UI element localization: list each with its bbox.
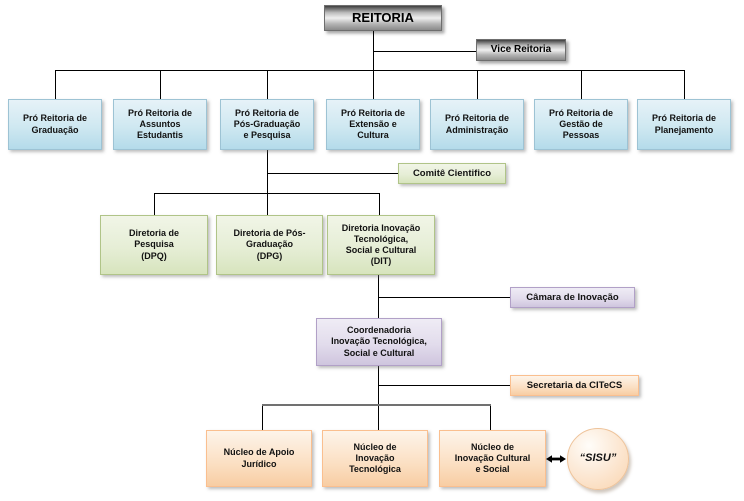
connector-line [378, 385, 510, 386]
node-label: Núcleo de Apoio Jurídico [223, 447, 295, 469]
connector-line [267, 70, 268, 99]
connector-line [154, 193, 155, 215]
node-diretoria-pesquisa-dpq: Diretoria de Pesquisa (DPQ) [100, 215, 208, 275]
node-label: REITORIA [352, 9, 414, 25]
node-label: Pró Reitoria de Gestão de Pessoas [548, 107, 613, 141]
node-label: Pró Reitoria de Assuntos Estudantis [127, 107, 192, 141]
node-comite-cientifico: Comitê Cientifico [398, 163, 506, 184]
node-pro-reitoria-extensao-cultura: Pró Reitoria de Extensão e Cultura [326, 99, 420, 150]
node-label: Núcleo de Inovação Cultural e Social [454, 441, 531, 475]
node-label: Núcleo de Inovação Tecnológica [349, 441, 401, 475]
connector-line [55, 70, 685, 71]
node-nucleo-inovacao-cultural-social: Núcleo de Inovação Cultural e Social [439, 430, 546, 487]
node-sisu: “SISU” [567, 428, 629, 490]
node-pro-reitoria-administracao: Pró Reitoria de Administração [430, 99, 524, 150]
connector-line [55, 70, 56, 99]
connector-line [373, 31, 374, 70]
connector-line [373, 70, 374, 99]
node-vice-reitoria: Vice Reitoria [476, 39, 566, 61]
connector-line [373, 51, 476, 52]
connector-bus-line [262, 404, 491, 406]
connector-line [378, 275, 379, 318]
node-label: Pró Reitoria de Graduação [22, 113, 87, 135]
node-pro-reitoria-graduacao: Pró Reitoria de Graduação [8, 99, 102, 150]
connector-line [684, 70, 685, 99]
node-label: Pró Reitoria de Pós-Graduação e Pesquisa [233, 107, 301, 141]
connector-line [267, 173, 398, 174]
node-label: Coordenadoria Inovação Tecnológica, Soci… [331, 325, 427, 358]
node-nucleo-apoio-juridico: Núcleo de Apoio Jurídico [206, 430, 312, 487]
node-reitoria: REITORIA [324, 5, 442, 31]
node-label: Câmara de Inovação [526, 291, 619, 303]
node-label: Pró Reitoria de Planejamento [651, 113, 716, 135]
node-coordenadoria-citecs: Coordenadoria Inovação Tecnológica, Soci… [316, 318, 442, 366]
connector-line [267, 150, 268, 215]
node-camara-inovacao: Câmara de Inovação [510, 287, 635, 308]
node-diretoria-pos-graduacao-dpg: Diretoria de Pós- Graduação (DPG) [216, 215, 323, 275]
double-arrow-icon [546, 452, 566, 464]
node-nucleo-inovacao-tecnologica: Núcleo de Inovação Tecnológica [322, 430, 428, 487]
node-label: Diretoria de Pós- Graduação (DPG) [233, 228, 306, 261]
node-pro-reitoria-planejamento: Pró Reitoria de Planejamento [637, 99, 731, 150]
node-label: Pró Reitoria de Extensão e Cultura [340, 107, 405, 141]
node-label: Comitê Cientifico [412, 167, 492, 179]
connector-line [490, 406, 491, 430]
connector-line [154, 193, 380, 194]
node-secretaria-citecs: Secretaria da CITeCS [510, 375, 639, 396]
node-diretoria-inovacao-dit: Diretoria Inovação Tecnológica, Social e… [327, 215, 435, 275]
node-label: Diretoria de Pesquisa (DPQ) [128, 228, 179, 261]
connector-line [160, 70, 161, 99]
connector-line [378, 297, 510, 298]
connector-line [378, 406, 379, 430]
node-label: Vice Reitoria [490, 43, 552, 55]
node-label: “SISU” [579, 452, 617, 465]
node-label: Secretaria da CITeCS [526, 379, 623, 391]
connector-line [477, 70, 478, 99]
connector-line [262, 406, 263, 430]
connector-line [379, 193, 380, 215]
connector-line [581, 70, 582, 99]
node-pro-reitoria-gestao-pessoas: Pró Reitoria de Gestão de Pessoas [534, 99, 628, 150]
node-pro-reitoria-assuntos-estudantis: Pró Reitoria de Assuntos Estudantis [113, 99, 207, 150]
node-label: Diretoria Inovação Tecnológica, Social e… [341, 222, 421, 267]
node-label: Pró Reitoria de Administração [444, 113, 509, 135]
node-pro-reitoria-pos-graduacao-pesquisa: Pró Reitoria de Pós-Graduação e Pesquisa [220, 99, 314, 150]
